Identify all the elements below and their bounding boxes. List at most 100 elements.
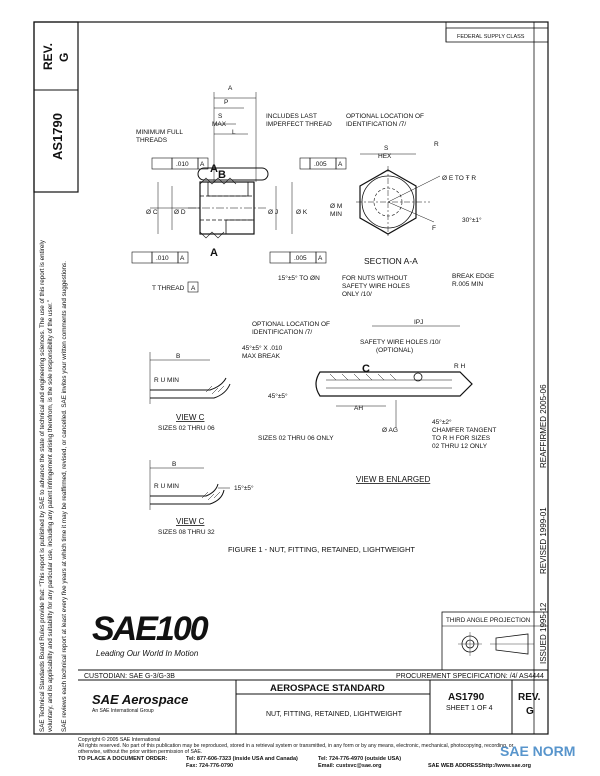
label-view-c-1: VIEW C — [176, 413, 205, 422]
label-phi-m: Ø M — [330, 203, 342, 210]
legal-line-2: voluntary, and its applicability and sui… — [47, 300, 54, 732]
label-s-hex: S — [384, 145, 389, 152]
label-sizes-02-06: SIZES 02 THRU 06 — [158, 425, 215, 432]
footer-tel-1: Tel: 877-606-7323 (inside USA and Canada… — [186, 756, 298, 762]
tol-005-top: .005 — [314, 161, 327, 168]
label-phi-d: Ø D — [174, 209, 186, 216]
footer-rights-1: All rights reserved. No part of this pub… — [78, 743, 514, 749]
label-min-full: MINIMUM FULL — [136, 129, 183, 136]
legal-line-1: SAE Technical Standards Board Rules prov… — [39, 239, 46, 732]
side-rev-box — [33, 21, 79, 193]
title-rev-value: G — [526, 706, 534, 717]
logo-text: SAE100 — [92, 610, 209, 648]
label-angle-45: 45°±5° — [268, 392, 288, 400]
label-r: R — [434, 141, 439, 148]
tol-005-bottom: .005 — [294, 255, 307, 262]
label-phi-j: Ø J — [268, 209, 278, 216]
label-chamfer-1: 45°±2° — [432, 418, 452, 426]
label-l: L — [232, 129, 236, 136]
label-a: A — [228, 85, 233, 92]
label-p: P — [224, 99, 228, 106]
tol-010-top: .010 — [176, 161, 189, 168]
title-rev-label: REV. — [518, 692, 541, 703]
standard: AEROSPACE STANDARD — [270, 683, 385, 694]
side-doc-number: AS1790 — [50, 113, 65, 160]
label-chamfer-3: TO R H FOR SIZES — [432, 435, 491, 442]
brand: SAE Aerospace — [92, 692, 188, 707]
label-m-min: MIN — [330, 211, 342, 218]
legal-line-3: SAE reviews each technical report at lea… — [61, 261, 68, 732]
label-f: F — [432, 225, 436, 232]
label-sizes-02-06-only: SIZES 02 THRU 06 ONLY — [258, 435, 334, 442]
label-chamfer-2: CHAMFER TANGENT — [432, 427, 496, 434]
label-t-datum: A — [191, 285, 196, 292]
sheet-border — [33, 21, 549, 735]
label-includes-last: INCLUDES LAST — [266, 113, 317, 120]
label-opt-loc-1: OPTIONAL LOCATION OF — [346, 113, 424, 120]
footer-rights-2: otherwise, without the prior written per… — [78, 749, 202, 755]
tol-datum-top-2: A — [338, 161, 343, 168]
label-s: S — [218, 113, 223, 120]
label-opt-loc-b-1: OPTIONAL LOCATION OF — [252, 321, 330, 328]
label-angle-15: 15°±5° TO ØN — [278, 274, 320, 282]
federal-supply-class: FEDERAL SUPPLY CLASS — [457, 34, 525, 40]
doc-number: AS1790 — [448, 692, 485, 703]
tol-datum-top: A — [200, 161, 205, 168]
label-nuts-3: ONLY /10/ — [342, 291, 372, 298]
label-view-c2-b: B — [172, 461, 176, 468]
footer-tel-2: Tel: 724-776-4970 (outside USA) — [318, 756, 401, 762]
label-imperfect-thread: IMPERFECT THREAD — [266, 121, 332, 128]
label-a-lower: A — [210, 247, 218, 259]
label-ah: AH — [354, 405, 363, 412]
footer-fax: Fax: 724-776-0790 — [186, 763, 233, 769]
label-view-c-2: VIEW C — [176, 517, 205, 526]
label-threads: THREADS — [136, 137, 168, 144]
watermark: SAE NORM — [500, 743, 575, 759]
view-c-large-drawing — [149, 460, 230, 510]
footer-web: http://www.sae.org — [482, 763, 531, 769]
label-chamfer-4: 02 THRU 12 ONLY — [432, 443, 488, 450]
label-nuts-1: FOR NUTS WITHOUT — [342, 275, 407, 282]
label-phi-k: Ø K — [296, 209, 308, 216]
footer-email: Email: custsvc@sae.org — [318, 763, 381, 769]
logo-tagline: Leading Our World In Motion — [96, 649, 199, 658]
label-opt-loc-2: IDENTIFICATION /7/ — [346, 121, 406, 128]
label-nuts-2: SAFETY WIRE HOLES — [342, 283, 410, 290]
sae100-logo: SAE100 Leading Our World In Motion — [92, 610, 211, 658]
label-a-upper-mark: A — [210, 163, 218, 175]
label-opt-loc-b-2: IDENTIFICATION /7/ — [252, 329, 312, 336]
footer-order-label: TO PLACE A DOCUMENT ORDER: — [78, 756, 167, 762]
tol-datum-bottom-2: A — [318, 255, 323, 262]
label-hex: HEX — [378, 153, 392, 160]
figure-caption: FIGURE 1 - NUT, FITTING, RETAINED, LIGHT… — [228, 545, 415, 554]
label-ipj: IPJ — [414, 319, 423, 326]
history-reaffirmed: REAFFIRMED 2005-06 — [539, 384, 548, 468]
tol-datum-bottom: A — [180, 255, 185, 262]
label-t-thread: T THREAD — [152, 285, 185, 292]
projection-symbol — [458, 632, 534, 656]
label-safety-2: (OPTIONAL) — [376, 347, 413, 354]
label-phi-ag: Ø AG — [382, 427, 398, 434]
side-view-drawing — [131, 92, 347, 293]
sheet-number: SHEET 1 OF 4 — [446, 705, 493, 712]
label-section-aa: SECTION A-A — [364, 256, 418, 266]
label-angle-15b: 15°±5° — [234, 484, 254, 492]
procurement: PROCUREMENT SPECIFICATION: /4/ AS4444 — [396, 673, 544, 680]
label-safety-1: SAFETY WIRE HOLES /10/ — [360, 339, 441, 346]
label-max-break-2: MAX BREAK — [242, 353, 281, 360]
label-view-c-b: B — [176, 353, 180, 360]
label-break-edge-1: BREAK EDGE — [452, 273, 495, 280]
label-break-edge-2: R.005 MIN — [452, 281, 483, 288]
label-b: B — [218, 169, 226, 181]
doc-title: NUT, FITTING, RETAINED, LIGHTWEIGHT — [266, 711, 403, 718]
label-c: C — [362, 363, 370, 375]
label-rh: R H — [454, 363, 466, 370]
label-sizes-08-32: SIZES 08 THRU 32 — [158, 529, 215, 536]
view-b-drawing — [315, 325, 473, 428]
brand-sub: An SAE International Group — [92, 708, 154, 714]
label-r-u-min: R U MIN — [154, 377, 179, 384]
footer-copyright: Copyright © 2005 SAE International — [78, 736, 160, 743]
label-s-max: MAX — [212, 121, 227, 128]
footer-web-label: SAE WEB ADDRESS: — [428, 763, 484, 769]
